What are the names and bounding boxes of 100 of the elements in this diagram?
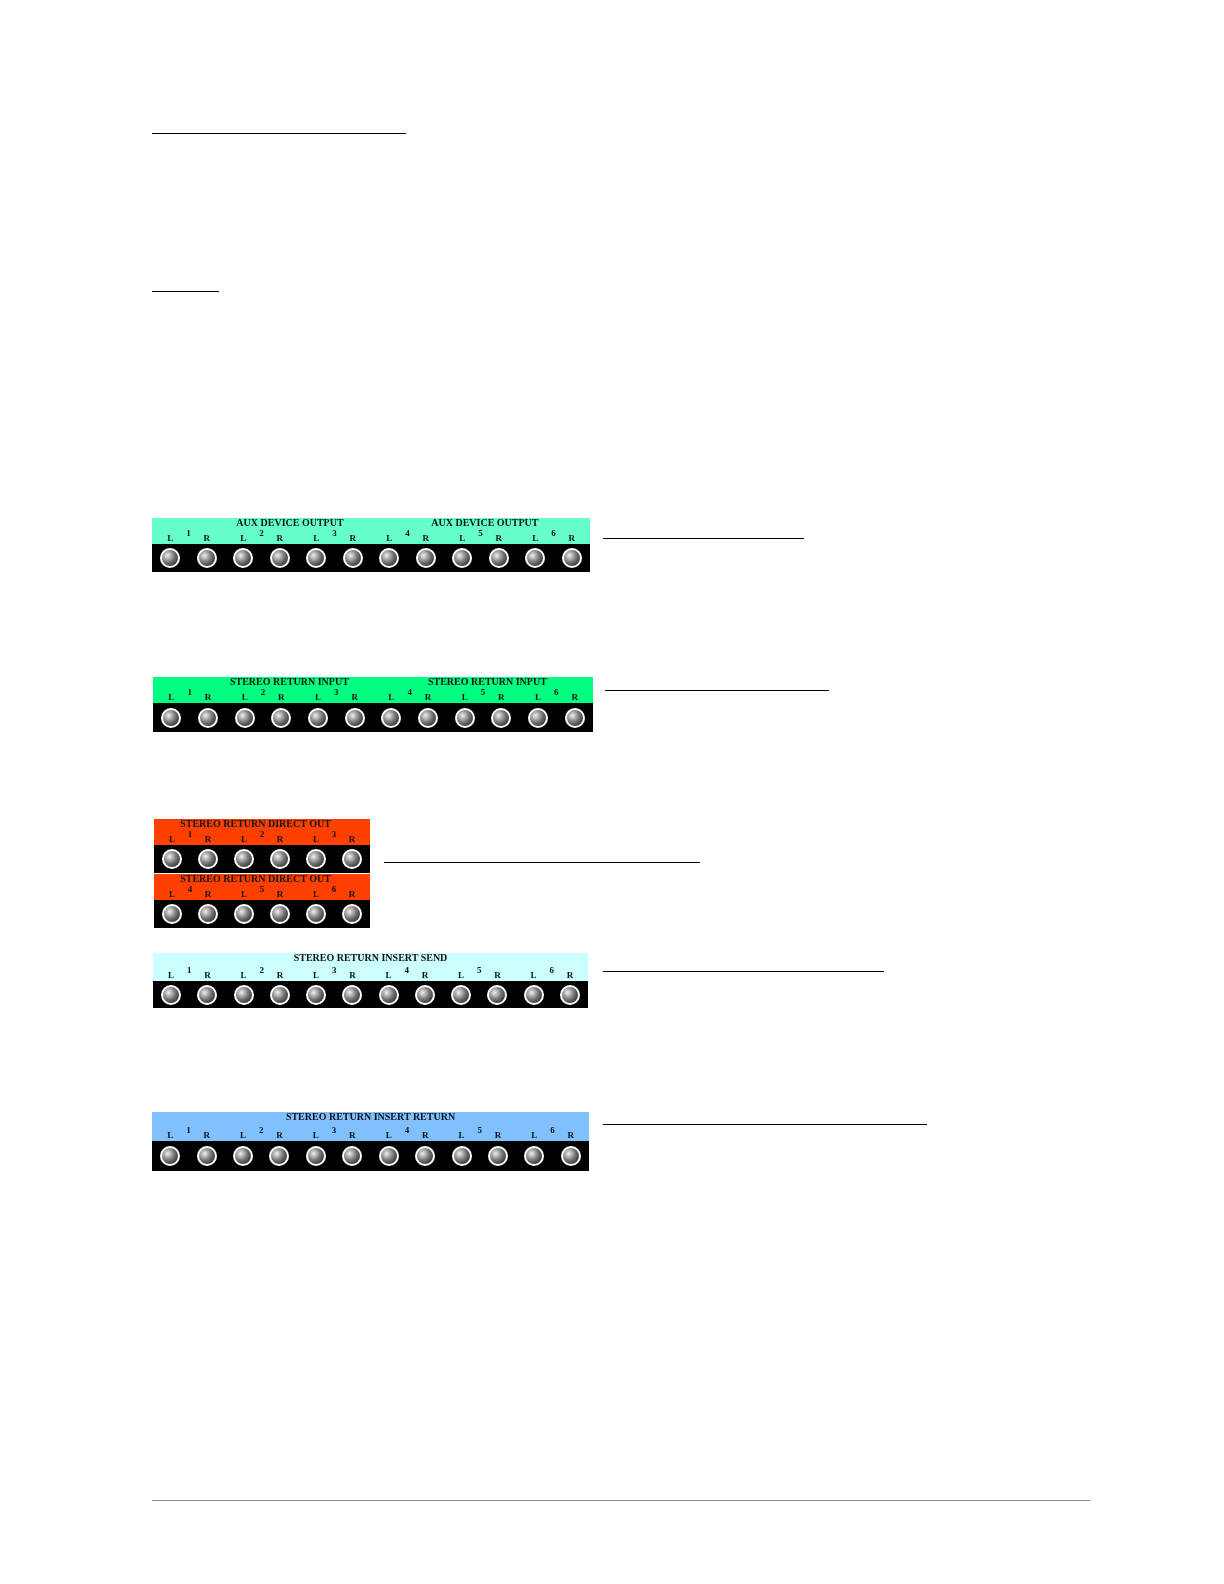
channel-number: 3: [332, 966, 337, 975]
channel-label: L: [532, 534, 539, 543]
channel-label: R: [276, 1131, 283, 1140]
channel-label: R: [567, 1131, 575, 1140]
channel-label: R: [276, 835, 284, 844]
channel-label: L: [313, 534, 320, 543]
channel-label: L: [313, 835, 319, 844]
panel-heading: STEREO RETURN INSERT SEND: [293, 953, 448, 963]
panel-heading: STEREO RETURN INSERT RETURN: [285, 1112, 456, 1122]
channel-label: L: [315, 693, 321, 702]
channel-label: R: [422, 534, 429, 543]
channel-label: R: [424, 693, 432, 702]
channel-number: 1: [187, 688, 192, 697]
channel-number: 4: [407, 688, 412, 697]
channel-number: 5: [477, 966, 482, 975]
channel-label: R: [349, 534, 356, 543]
jack-panel: [152, 1112, 589, 1171]
channel-number: 2: [259, 1126, 264, 1135]
channel-number: 5: [477, 1126, 482, 1135]
panel-heading: STEREO RETURN DIRECT OUT: [180, 819, 331, 829]
channel-label: L: [169, 835, 175, 844]
channel-label: L: [531, 1131, 538, 1140]
panel-heading: STEREO RETURN INPUT: [427, 677, 547, 687]
channel-number: 5: [259, 885, 265, 894]
channel-label: L: [458, 1131, 465, 1140]
channel-number: 4: [404, 1126, 410, 1135]
channel-label: L: [241, 693, 248, 702]
jack-panel: [152, 518, 590, 572]
channel-label: R: [278, 693, 285, 702]
panel-heading: AUX DEVICE OUTPUT: [431, 518, 539, 528]
channel-label: L: [388, 693, 395, 702]
channel-label: R: [421, 1131, 429, 1140]
channel-label: R: [203, 534, 210, 543]
channel-number: 2: [259, 529, 264, 538]
channel-number: 6: [554, 688, 559, 697]
channel-label: R: [204, 835, 212, 844]
channel-label: L: [535, 693, 541, 702]
channel-label: L: [459, 534, 466, 543]
channel-label: R: [204, 890, 212, 899]
channel-label: R: [568, 534, 575, 543]
channel-label: L: [461, 693, 468, 702]
channel-number: 2: [259, 830, 265, 839]
channel-number: 3: [332, 529, 337, 538]
channel-label: L: [240, 1131, 247, 1140]
channel-number: 4: [404, 966, 409, 975]
channel-label: R: [276, 534, 283, 543]
channel-number: 6: [551, 529, 556, 538]
channel-label: R: [203, 1131, 210, 1140]
channel-label: L: [312, 1131, 319, 1140]
channel-number: 1: [187, 966, 192, 975]
channel-number: 5: [480, 688, 486, 697]
channel-number: 4: [187, 885, 193, 894]
channel-label: L: [386, 534, 393, 543]
jack-panel: [154, 819, 370, 873]
panel-heading: AUX DEVICE OUTPUT: [236, 518, 344, 528]
channel-label: L: [240, 534, 247, 543]
channel-label: R: [494, 971, 501, 980]
channel-number: 2: [259, 966, 264, 975]
channel-number: 6: [549, 966, 554, 975]
panel-heading: STEREO RETURN INPUT: [229, 677, 349, 687]
channel-label: L: [167, 1131, 174, 1140]
channel-label: R: [204, 971, 211, 980]
channel-number: 6: [550, 1126, 555, 1135]
channel-label: L: [241, 890, 247, 899]
channel-label: L: [167, 534, 174, 543]
channel-number: 2: [260, 688, 266, 697]
channel-label: R: [349, 971, 356, 980]
channel-number: 1: [186, 1126, 191, 1135]
channel-number: 1: [186, 529, 191, 538]
channel-label: R: [348, 890, 356, 899]
channel-label: L: [169, 890, 175, 899]
channel-label: L: [458, 971, 465, 980]
jack-panel: [153, 953, 588, 1008]
channel-number: 6: [331, 885, 337, 894]
channel-label: R: [276, 890, 284, 899]
channel-label: L: [168, 971, 175, 980]
panel-heading: STEREO RETURN DIRECT OUT: [180, 874, 331, 884]
channel-label: R: [498, 693, 505, 702]
channel-label: R: [276, 971, 284, 980]
jack-panel: [153, 677, 593, 732]
channel-label: R: [348, 835, 356, 844]
channel-number: 3: [331, 1126, 337, 1135]
channel-label: R: [421, 971, 429, 980]
channel-label: L: [385, 1131, 392, 1140]
channel-label: R: [204, 693, 212, 702]
channel-label: L: [313, 890, 319, 899]
channel-number: 3: [334, 688, 339, 697]
channel-label: L: [168, 693, 175, 702]
channel-label: L: [241, 835, 247, 844]
channel-number: 3: [331, 830, 337, 839]
channel-number: 1: [187, 830, 193, 839]
channel-label: R: [566, 971, 574, 980]
channel-label: L: [530, 971, 537, 980]
channel-label: R: [351, 693, 358, 702]
channel-label: R: [494, 1131, 502, 1140]
channel-label: L: [240, 971, 247, 980]
channel-label: L: [313, 971, 320, 980]
channel-number: 4: [405, 529, 410, 538]
channel-label: R: [571, 693, 578, 702]
jack-panel: [154, 874, 370, 928]
